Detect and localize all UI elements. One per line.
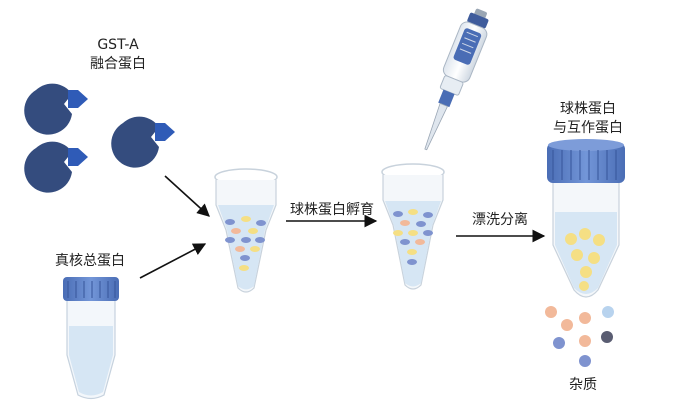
incubated-tube [381, 163, 445, 290]
impurities-label: 杂质 [569, 377, 597, 393]
fusion-protein-icon [24, 83, 88, 135]
impurity-dots [545, 306, 614, 367]
eukaryotic-protein-label: 真核总蛋白 [55, 253, 125, 269]
incubation-step-label: 球株蛋白孵育 [290, 202, 374, 218]
eukaryotic-protein-tube [63, 277, 119, 400]
arrow-icon [164, 175, 210, 217]
arrow-icon [139, 243, 207, 279]
protein-beads [393, 209, 433, 265]
mixing-tube [214, 168, 278, 293]
result-label-line2: 与互作蛋白 [553, 120, 623, 136]
wash-step-label: 漂洗分离 [472, 212, 528, 228]
bound-beads [565, 228, 605, 291]
fusion-protein-icon [111, 116, 175, 168]
fusion-protein-icon [24, 141, 88, 193]
result-label-line1: 球株蛋白 [560, 101, 616, 117]
gst-fusion-label-line2: 融合蛋白 [90, 56, 146, 72]
result-tube [547, 139, 625, 298]
pipette-icon [424, 8, 489, 151]
gst-fusion-label-line1: GST-A [97, 37, 139, 53]
protein-beads [225, 216, 266, 271]
